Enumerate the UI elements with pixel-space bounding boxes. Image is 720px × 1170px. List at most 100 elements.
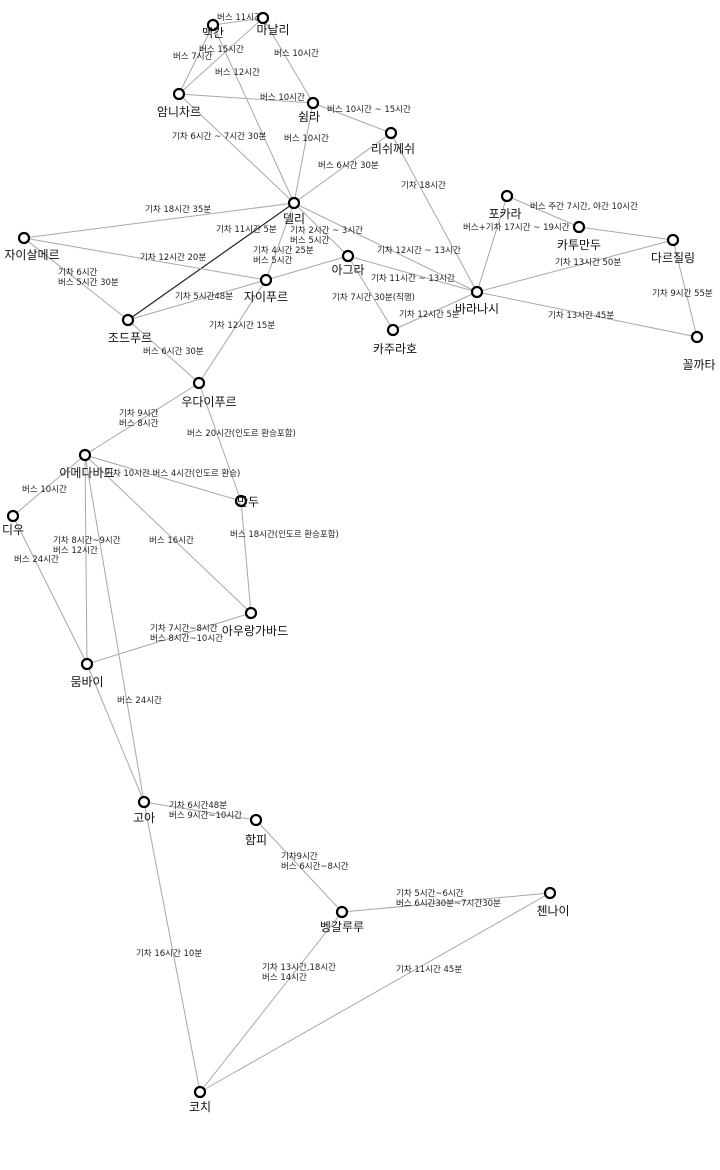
- route-label-mandu-aurangabad: 버스 18시간(인도르 환승포함): [230, 529, 339, 540]
- city-marker: [80, 657, 94, 671]
- city-label: 카투만두: [557, 238, 601, 252]
- route-label-rishikesh-varanasi: 기차 18시간: [401, 180, 446, 191]
- city-marker: [6, 509, 20, 523]
- city-label: 마날리: [256, 23, 289, 37]
- route-label-jodhpur-udaipur: 버스 6시간 30분: [143, 346, 204, 357]
- route-label-khajuraho-varanasi: 기차 12시간 5분: [399, 309, 460, 320]
- city-jodhpur: 조드푸르: [108, 313, 152, 345]
- city-jaipur: 자이푸르: [244, 273, 288, 304]
- route-line-ahmedabad-mandu: [84, 454, 242, 502]
- route-line-kathmandu-darjeeling: [578, 226, 674, 241]
- city-jaisalmer: 자이살메르: [4, 231, 60, 262]
- city-label: 코치: [189, 1100, 211, 1114]
- route-line-udaipur-mandu: [198, 382, 242, 502]
- city-marker: [17, 231, 31, 245]
- route-label-chennai-kochi: 기차 11시간 45분: [396, 964, 462, 975]
- city-marker: [690, 330, 704, 344]
- route-line-maekgan-amritsar: [178, 24, 214, 95]
- city-diu: 디우: [2, 509, 24, 537]
- route-label-darjeeling-kolkata: 기차 9시간 55분: [652, 288, 713, 299]
- route-line-amritsar-delhi: [178, 93, 295, 204]
- route-label-amritsar-shimla: 버스 10시간: [260, 92, 305, 103]
- route-label-pokhara-varanasi: 버스+기차 17시간 ~ 19시간: [463, 222, 570, 233]
- route-line-hampi-bangalore: [255, 819, 343, 913]
- route-line-diu-mumbai: [12, 515, 88, 665]
- city-label: 바라나시: [455, 302, 499, 316]
- city-marker: [172, 87, 186, 101]
- city-label: 고아: [133, 811, 155, 825]
- route-label-jaisalmer-delhi: 기차 18시간 35분: [145, 204, 211, 215]
- route-line-pokhara-varanasi: [476, 195, 508, 293]
- route-line-khajuraho-varanasi: [392, 291, 478, 331]
- city-marker: [192, 376, 206, 390]
- route-line-mumbai-goa: [86, 663, 145, 803]
- city-marker: [256, 11, 270, 25]
- route-label-diu-mumbai: 버스 24시간: [14, 554, 59, 565]
- route-label-shimla-rishikesh: 버스 10시간 ~ 15시간: [327, 104, 411, 115]
- route-label-ahmedabad-mandu: 기차 10시간 버스 4시간(인도르 환승): [105, 468, 240, 479]
- route-label-delhi-varanasi: 기차 12시간 ~ 13시간: [377, 245, 461, 256]
- route-line-agra-khajuraho: [347, 255, 394, 331]
- route-label-jaipur-udaipur: 기차 12시간 15분: [209, 320, 275, 331]
- route-line-agra-varanasi: [347, 255, 478, 293]
- route-line-varanasi-kolkata: [476, 291, 698, 338]
- city-hampi: 함피: [245, 813, 267, 847]
- city-marker: [386, 323, 400, 337]
- city-bangalore: 벵갈루루: [320, 905, 364, 934]
- city-label: 함피: [245, 833, 267, 847]
- route-label-ahmedabad-diu: 버스 10시간: [22, 484, 67, 495]
- city-marker: [543, 886, 557, 900]
- city-kolkata: 꼴까타: [682, 330, 716, 372]
- route-label-amritsar-delhi: 기차 6시간 ~ 7시간 30분: [172, 131, 266, 142]
- route-line-ahmedabad-mumbai: [84, 454, 88, 665]
- city-label: 아메다바드: [59, 466, 114, 480]
- route-line-shimla-rishikesh: [312, 102, 392, 134]
- route-label-maekgan-manali: 버스 11시간: [217, 12, 262, 23]
- city-khajuraho: 카주라호: [373, 323, 417, 356]
- route-line-manali-amritsar: [178, 17, 264, 95]
- city-marker: [137, 795, 151, 809]
- city-mandu: 만두: [234, 494, 259, 509]
- city-amritsar: 암니차르: [157, 87, 201, 119]
- route-line-shimla-delhi: [293, 102, 314, 204]
- city-marker: [306, 96, 320, 110]
- city-marker: [206, 18, 220, 32]
- route-label-shimla-delhi: 버스 10시간: [284, 133, 329, 144]
- route-line-delhi-agra: [293, 202, 349, 257]
- route-label-rishikesh-delhi: 버스 6시간 30분: [318, 160, 379, 171]
- city-label: 꼴까타: [682, 358, 715, 372]
- city-manali: 마날리: [256, 11, 290, 37]
- city-marker: [335, 905, 349, 919]
- route-label-maekgan-amritsar: 버스 7시간: [173, 51, 213, 62]
- city-marker: [666, 233, 680, 247]
- route-line-darjeeling-kolkata: [672, 239, 698, 338]
- route-line-aurangabad-mumbai: [86, 612, 252, 665]
- route-line-delhi-varanasi: [293, 202, 478, 293]
- city-label: 자이살메르: [4, 248, 59, 262]
- route-line-jaipur-agra: [265, 255, 349, 281]
- city-label: 벵갈루루: [320, 920, 364, 934]
- route-label-manali-amritsar: 버스 15시간: [199, 44, 244, 55]
- route-line-maekgan-delhi: [212, 24, 295, 204]
- route-line-ahmedabad-aurangabad: [84, 454, 252, 614]
- route-line-rishikesh-varanasi: [390, 132, 478, 293]
- route-line-goa-kochi: [143, 801, 201, 1093]
- city-marker: [470, 285, 484, 299]
- city-label: 포카라: [488, 207, 521, 221]
- route-line-ahmedabad-goa: [84, 454, 145, 803]
- route-line-jaipur-udaipur: [198, 279, 267, 384]
- city-label: 첸나이: [536, 904, 569, 918]
- city-marker: [193, 1085, 207, 1099]
- route-line-delhi-jaipur: [265, 202, 295, 281]
- city-marker: [384, 126, 398, 140]
- route-line-jaisalmer-jaipur: [23, 237, 267, 281]
- route-label-darjeeling-varanasi: 기차 13시간 50분: [555, 257, 621, 268]
- city-marker: [121, 313, 135, 327]
- city-rishikesh: 리쉬께쉬: [371, 126, 415, 156]
- city-label: 카주라호: [373, 342, 417, 356]
- route-line-bangalore-kochi: [199, 911, 343, 1093]
- route-line-jodhpur-jaipur: [127, 279, 267, 321]
